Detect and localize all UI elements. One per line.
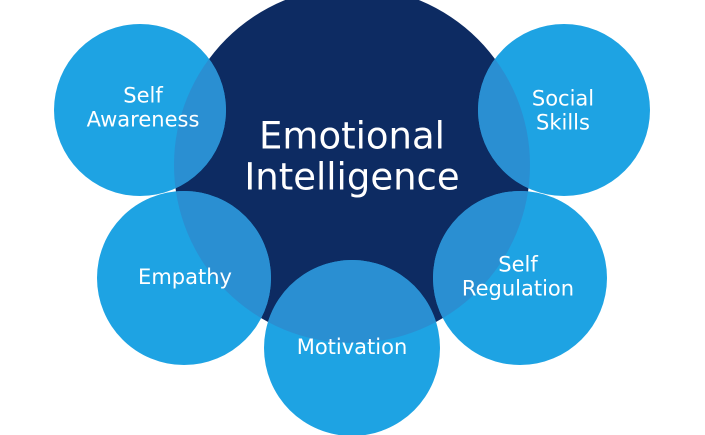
self-awareness-label: Self Awareness [87,84,200,131]
self-awareness-line1: Self [123,83,163,108]
self-awareness-line2: Awareness [86,107,200,131]
self-regulation-line2: Regulation [461,276,575,300]
social-skills-line1: Social [531,86,595,111]
center-title-line2: Intelligence [244,156,460,199]
empathy-line1: Empathy [138,265,232,290]
empathy-label: Empathy [138,266,232,290]
self-regulation-line1: Self [498,252,538,277]
self-regulation-label: Self Regulation [462,253,574,300]
motivation-overlap [264,260,440,343]
social-skills-label: Social Skills [532,87,594,134]
motivation-label: Motivation [297,336,408,360]
center-title: Emotional Intelligence [244,114,460,199]
center-title-line1: Emotional [259,114,445,158]
social-skills-line2: Skills [536,110,590,134]
motivation-line1: Motivation [296,335,408,360]
